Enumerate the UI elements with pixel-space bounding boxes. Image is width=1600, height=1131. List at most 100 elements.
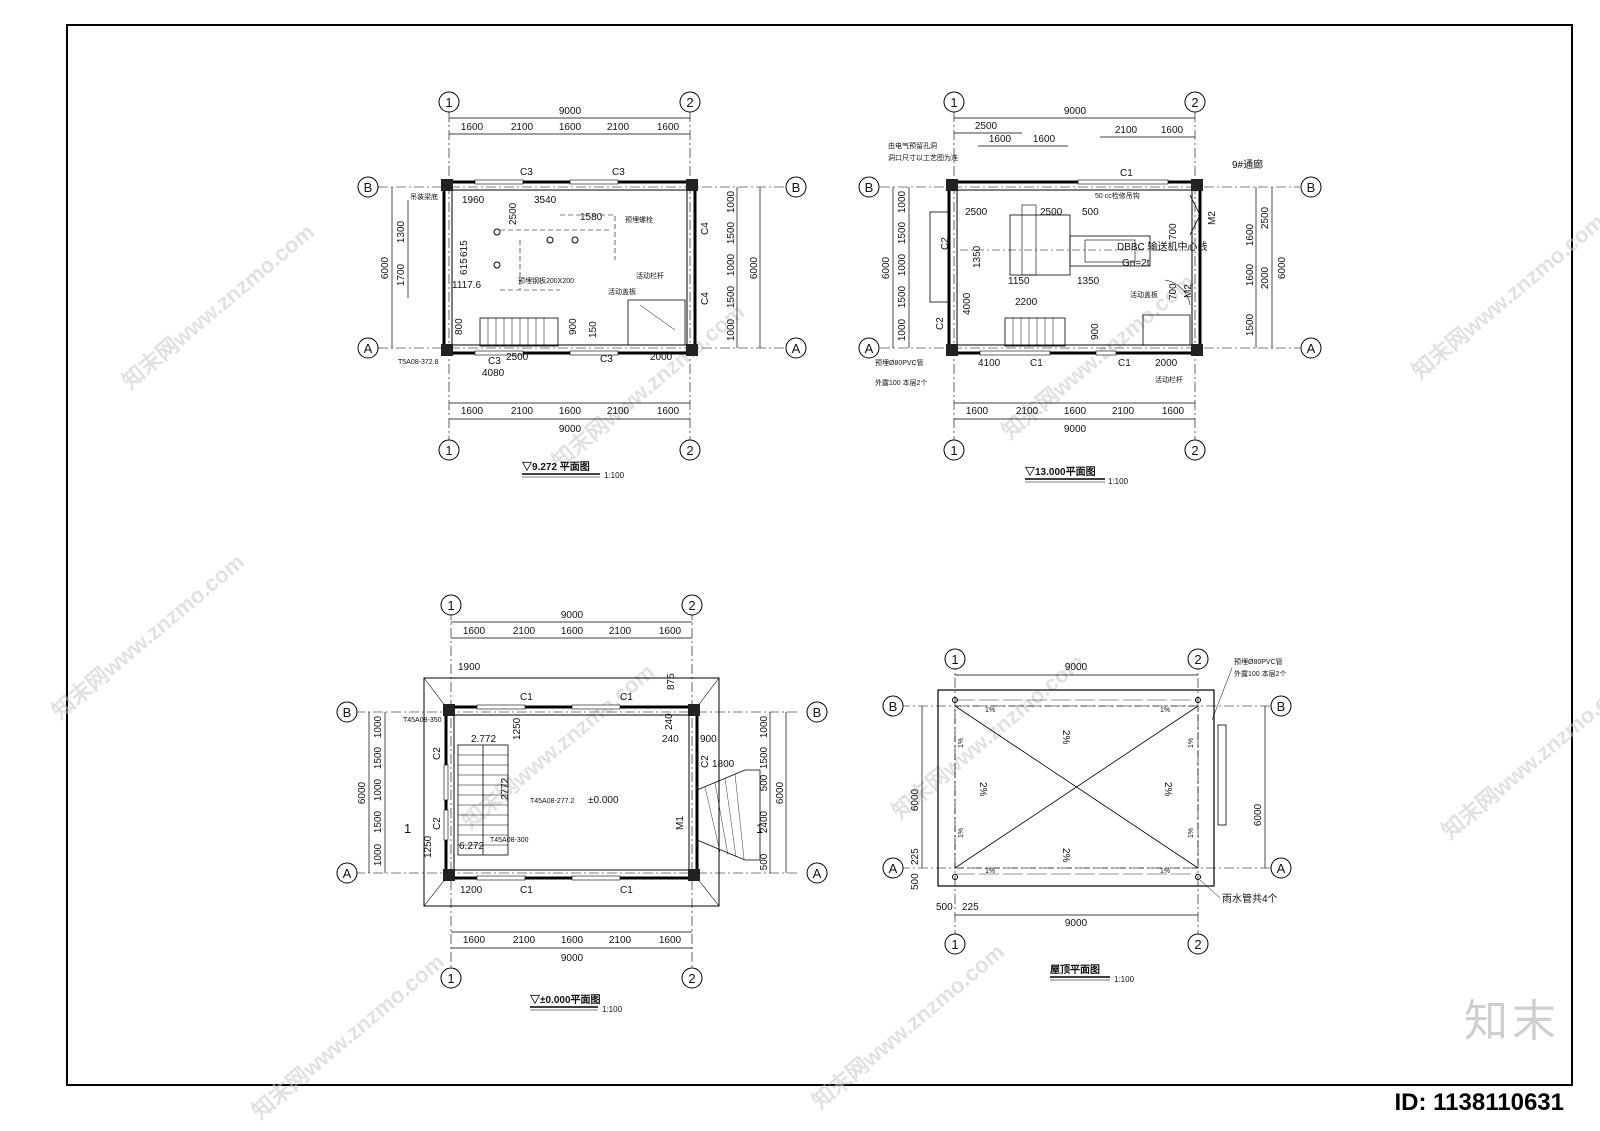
svg-text:500: 500 [759,774,770,791]
svg-text:4100: 4100 [978,358,1001,369]
svg-text:1500: 1500 [373,810,384,833]
axis-bubble: B [357,176,379,198]
svg-text:1%: 1% [985,868,995,875]
plan-13000: 1 2 1 2 B A B A 9000 2500 1600 1600 2100… [858,91,1322,486]
axis-bubble: 2 [681,967,703,989]
axis-bubble: 1 [944,648,966,670]
svg-text:1000: 1000 [726,318,737,341]
svg-text:900: 900 [700,734,717,745]
svg-text:B: B [889,699,898,714]
svg-text:C1: C1 [620,885,633,896]
svg-text:A: A [364,341,373,356]
svg-text:2000: 2000 [1260,266,1271,289]
svg-text:B: B [865,180,874,195]
svg-text:2100: 2100 [1115,125,1138,136]
svg-text:C3: C3 [488,356,501,367]
axis-bubble: B [1300,176,1322,198]
svg-text:A: A [865,341,874,356]
watermark-text: 知末网www.znzmo.com [117,219,319,394]
svg-text:外露100 本层2个: 外露100 本层2个 [1234,669,1287,678]
svg-text:1: 1 [950,443,957,458]
watermark-text: 知末网www.znzmo.com [807,939,1009,1114]
svg-text:2100: 2100 [1112,406,1135,417]
svg-text:2%: 2% [1162,782,1173,797]
svg-text:2000: 2000 [1155,358,1178,369]
axis-bubble: 1 [438,439,460,461]
axis-bubble: A [785,337,807,359]
svg-text:1500: 1500 [726,285,737,308]
svg-text:1: 1 [447,598,454,613]
watermark-text: 知末网www.znzmo.com [1437,669,1600,844]
svg-text:C2: C2 [940,237,951,250]
svg-text:1600: 1600 [659,935,682,946]
svg-text:1600: 1600 [1161,125,1184,136]
svg-text:1500: 1500 [897,285,908,308]
svg-text:1300: 1300 [396,220,407,243]
plan-scale: 1:100 [604,471,625,480]
svg-text:150: 150 [588,321,599,338]
svg-text:1250: 1250 [423,835,434,858]
svg-text:预埋Ø80PVC管: 预埋Ø80PVC管 [875,358,924,367]
axis-bubble: 1 [438,91,460,113]
svg-text:2100: 2100 [609,626,632,637]
svg-text:2: 2 [1191,443,1198,458]
svg-text:2%: 2% [1060,730,1071,745]
svg-text:活动栏杆: 活动栏杆 [636,271,664,280]
svg-text:C4: C4 [700,222,711,235]
svg-text:外露100 本层2个: 外露100 本层2个 [875,378,928,387]
svg-text:2400: 2400 [759,810,770,833]
svg-text:活动盖板: 活动盖板 [608,287,636,296]
svg-text:6.272: 6.272 [459,841,484,852]
svg-text:B: B [792,180,801,195]
svg-text:1: 1 [951,937,958,952]
svg-text:1600: 1600 [966,406,989,417]
svg-text:1: 1 [950,95,957,110]
svg-text:2%: 2% [1060,848,1071,863]
svg-text:2000: 2000 [650,352,673,363]
svg-text:C3: C3 [520,167,533,178]
svg-text:1: 1 [445,443,452,458]
svg-text:1600: 1600 [1245,263,1256,286]
axis-bubble: A [1300,337,1322,359]
svg-text:T45A08-350: T45A08-350 [403,717,442,724]
svg-text:2100: 2100 [513,935,536,946]
svg-text:2100: 2100 [609,935,632,946]
axis-bubble: A [858,337,880,359]
svg-text:M2: M2 [1207,211,1218,225]
svg-text:6000: 6000 [357,781,368,804]
axis-bubble: B [785,176,807,198]
svg-text:2.772: 2.772 [471,734,496,745]
svg-text:2500: 2500 [975,121,998,132]
svg-text:2500: 2500 [508,202,519,225]
svg-text:4000: 4000 [962,292,973,315]
plan-0000: 1 2 1 2 B A B A 9000 1600 2100 1600 2100… [336,594,828,1014]
svg-text:活动栏杆: 活动栏杆 [1155,375,1183,384]
svg-text:1: 1 [445,95,452,110]
svg-text:2: 2 [1194,652,1201,667]
svg-text:1600: 1600 [1162,406,1185,417]
axis-bubble: 2 [679,91,701,113]
svg-text:DBBC 输送机中心线: DBBC 输送机中心线 [1117,240,1208,253]
svg-text:1600: 1600 [657,406,680,417]
svg-text:615: 615 [459,258,470,275]
svg-text:9000: 9000 [1065,918,1088,929]
svg-text:2100: 2100 [607,406,630,417]
svg-text:2100: 2100 [607,122,630,133]
svg-text:M1: M1 [675,816,686,830]
axis-bubble: A [1270,857,1292,879]
svg-text:A: A [1277,861,1286,876]
svg-text:1000: 1000 [759,715,770,738]
axis-bubble: B [806,701,828,723]
svg-text:1%: 1% [1188,738,1195,748]
svg-text:由电气预留孔洞: 由电气预留孔洞 [888,141,937,150]
svg-text:6000: 6000 [380,256,391,279]
svg-text:2772: 2772 [500,777,511,800]
svg-text:1960: 1960 [462,195,485,206]
svg-text:C1: C1 [620,692,633,703]
svg-text:A: A [343,866,352,881]
svg-text:±0.000: ±0.000 [588,795,619,806]
svg-text:2100: 2100 [513,626,536,637]
svg-text:1000: 1000 [373,778,384,801]
axis-bubble: 2 [1187,648,1209,670]
svg-text:9000: 9000 [559,424,582,435]
